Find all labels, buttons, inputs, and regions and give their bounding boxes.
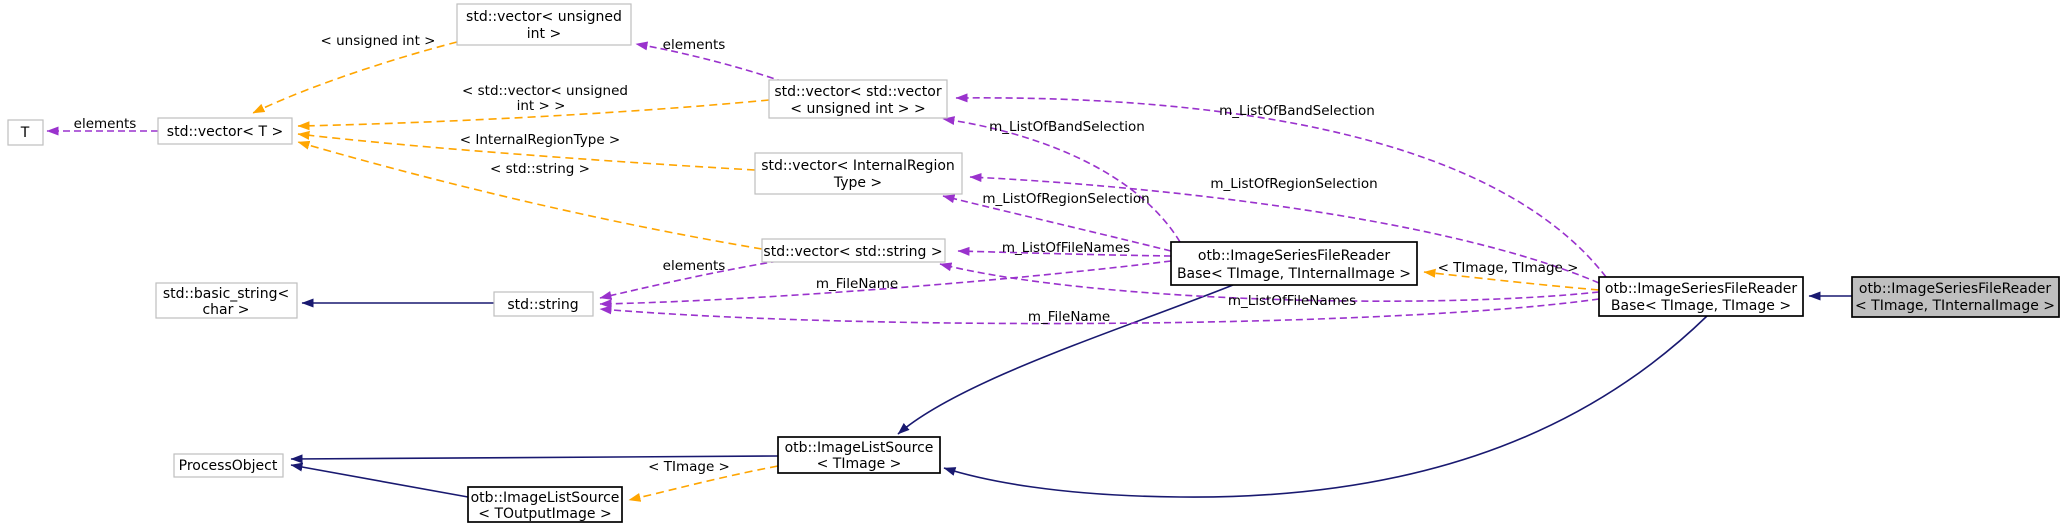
- svg-text:< unsigned int > >: < unsigned int > >: [790, 101, 925, 117]
- usage-edge-region-selection-timage: [969, 173, 1600, 284]
- svg-text:ProcessObject: ProcessObject: [179, 458, 278, 474]
- usage-edge-vector-string-elements: [599, 260, 779, 300]
- template-edge-vector-region-to-vector-t: [297, 130, 756, 171]
- svg-text:otb::ImageListSource: otb::ImageListSource: [785, 440, 934, 456]
- svg-text:otb::ImageSeriesFileReader: otb::ImageSeriesFileReader: [1605, 281, 1797, 297]
- edge-label-tpl-vec-uint-line1: < std::vector< unsigned: [462, 83, 628, 99]
- svg-text:std::basic_string<: std::basic_string<: [163, 286, 289, 302]
- node-imageseriesfilereader-current: otb::ImageSeriesFileReader < TImage, TIn…: [1851, 276, 2060, 318]
- node-imagelistsource-timage[interactable]: otb::ImageListSource < TImage >: [777, 436, 941, 474]
- edge-label-files-timage: m_ListOfFileNames: [1228, 293, 1356, 309]
- usage-edge-region-selection-internal: [942, 194, 1172, 252]
- edge-label-region-timage: m_ListOfRegionSelection: [1210, 176, 1377, 192]
- edge-label-tpl-uint: < unsigned int >: [321, 33, 436, 49]
- edge-label-tpl-timage: < TImage >: [648, 459, 730, 475]
- svg-text:std::string: std::string: [507, 297, 578, 313]
- svg-text:std::vector< std::string >: std::vector< std::string >: [763, 244, 942, 260]
- node-std-string: std::string: [493, 291, 594, 317]
- inherit-edge-imagelistsource-timage-to-processobject: [290, 454, 779, 464]
- edge-label-tpl-vec-uint-line2: int > >: [517, 98, 566, 114]
- template-edge-vector-uint-to-vector-t: [252, 41, 458, 114]
- usage-edge-band-selection-internal: [942, 116, 1181, 243]
- node-std-vector-std-vector-unsigned-int: std::vector< std::vector < unsigned int …: [768, 79, 948, 119]
- svg-text:std::vector< T >: std::vector< T >: [167, 124, 283, 140]
- node-t: T: [7, 119, 44, 146]
- usage-edge-filenames-internal: [957, 246, 1172, 257]
- svg-text:otb::ImageListSource: otb::ImageListSource: [471, 490, 620, 506]
- edge-label-tpl-timage-timage: < TImage, TImage >: [1438, 260, 1579, 276]
- node-imageseriesfilereaderbase-timage-tinternalimage[interactable]: otb::ImageSeriesFileReader Base< TImage,…: [1170, 241, 1418, 286]
- template-edge-imagelistsource-timage-to-toutput: [628, 465, 779, 502]
- node-std-basic-string-char: std::basic_string< char >: [155, 282, 298, 319]
- node-std-vector-std-string: std::vector< std::string >: [761, 238, 946, 263]
- svg-text:< TOutputImage >: < TOutputImage >: [478, 506, 611, 522]
- svg-text:otb::ImageSeriesFileReader: otb::ImageSeriesFileReader: [1198, 248, 1390, 264]
- svg-text:Base< TImage, TInternalImage >: Base< TImage, TInternalImage >: [1177, 266, 1411, 282]
- template-edge-vector-vector-uint-to-vector-t: [297, 99, 770, 131]
- template-edge-vector-string-to-vector-t: [297, 140, 763, 250]
- edge-label-files-internal: m_ListOfFileNames: [1002, 240, 1130, 256]
- svg-text:< TImage >: < TImage >: [817, 456, 902, 472]
- svg-text:int >: int >: [527, 26, 561, 42]
- node-imageseriesfilereaderbase-timage-timage[interactable]: otb::ImageSeriesFileReader Base< TImage,…: [1598, 276, 1804, 317]
- inherit-edge-base-internal-to-imagelistsource: [897, 284, 1234, 435]
- svg-text:otb::ImageSeriesFileReader: otb::ImageSeriesFileReader: [1859, 281, 2051, 297]
- svg-text:std::vector< InternalRegion: std::vector< InternalRegion: [761, 158, 955, 174]
- usage-edge-vector-vector-uint-elements: [635, 41, 785, 83]
- edge-label-elements-t: elements: [74, 116, 137, 132]
- edge-label-tpl-string: < std::string >: [490, 161, 590, 177]
- inherit-edge-imagelistsource-toutput-to-processobject: [290, 462, 469, 498]
- node-processobject: ProcessObject: [173, 453, 284, 478]
- node-std-vector-unsigned-int: std::vector< unsigned int >: [456, 3, 632, 46]
- usage-edge-band-selection-timage: [955, 93, 1607, 278]
- node-imagelistsource-toutputimage[interactable]: otb::ImageListSource < TOutputImage >: [467, 486, 623, 523]
- edge-label-tpl-region: < InternalRegionType >: [460, 132, 620, 148]
- svg-text:Base< TImage, TImage >: Base< TImage, TImage >: [1611, 298, 1791, 314]
- svg-text:< TImage, TInternalImage >: < TImage, TInternalImage >: [1855, 298, 2055, 314]
- edge-label-elements-string: elements: [663, 258, 726, 274]
- svg-text:std::vector< unsigned: std::vector< unsigned: [466, 9, 622, 25]
- edge-label-region-internal: m_ListOfRegionSelection: [982, 191, 1149, 207]
- edge-label-band-internal: m_ListOfBandSelection: [989, 119, 1145, 135]
- svg-text:std::vector< std::vector: std::vector< std::vector: [774, 84, 941, 100]
- svg-text:Type >: Type >: [833, 175, 882, 191]
- edge-label-filename-internal: m_FileName: [816, 276, 898, 292]
- usage-edge-filename-timage: [599, 298, 1600, 325]
- svg-text:T: T: [20, 125, 30, 141]
- node-std-vector-t: std::vector< T >: [157, 117, 293, 145]
- node-std-vector-internalregiontype: std::vector< InternalRegion Type >: [754, 152, 963, 195]
- template-edge-base-timage-to-base-internal: [1423, 268, 1600, 291]
- inherit-edge-base-timage-to-imagelistsource: [943, 315, 1708, 498]
- edge-label-filename-timage: m_FileName: [1028, 309, 1110, 325]
- svg-text:char >: char >: [202, 302, 249, 318]
- edge-label-elements-uint: elements: [663, 37, 726, 53]
- edge-label-band-timage: m_ListOfBandSelection: [1219, 103, 1375, 119]
